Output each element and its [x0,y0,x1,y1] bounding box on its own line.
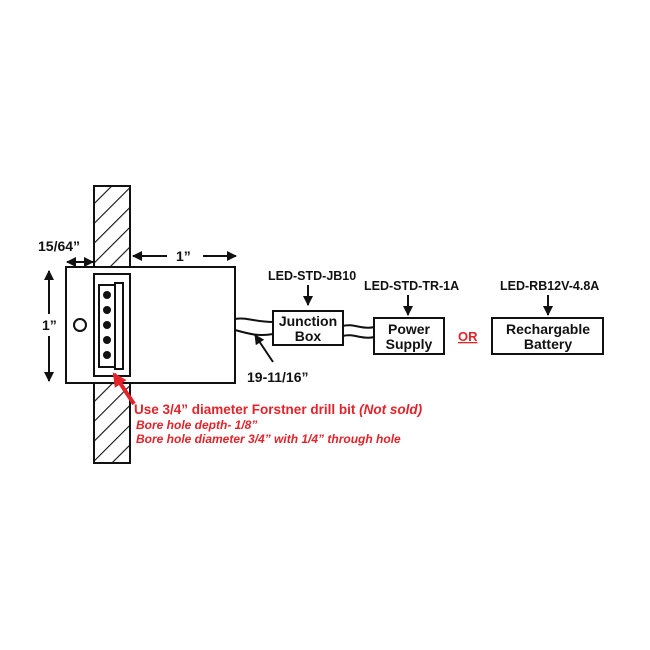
fixture-housing [65,266,236,384]
junction-box-line1: Junction [279,313,337,329]
led-diode-4 [103,336,111,344]
junction-box-line2: Box [295,328,322,344]
power-supply: LED-STD-TR-1A Power Supply [364,279,459,355]
power-supply-line2: Supply [386,336,433,352]
dimension-wall-gap: 15/64” [38,238,94,267]
battery-line1: Rechargable [506,321,590,337]
dimension-height: 1” [38,270,62,382]
junction-box: LED-STD-JB10 Junction Box [268,269,356,346]
dimension-depth: 1” [132,246,237,266]
drill-note: Use 3/4” diameter Forstner drill bit (No… [112,372,423,446]
mounting-screw-hole [73,318,87,332]
junction-box-frame [272,310,344,346]
wiring [234,317,375,339]
dimension-wire-length-label: 19-11/16” [247,369,309,385]
drill-note-main-text: Use 3/4” diameter Forstner drill bit [134,402,359,417]
power-supply-model: LED-STD-TR-1A [364,279,459,293]
power-supply-line1: Power [388,321,431,337]
rechargeable-battery: LED-RB12V-4.8A Rechargable Battery [491,279,604,355]
led-diode-1 [103,291,111,299]
dimension-height-label: 1” [42,317,57,333]
bore-diameter-note: Bore hole diameter 3/4” with 1/4” throug… [136,432,401,446]
dimension-depth-label: 1” [176,248,191,264]
led-diode-3 [103,321,111,329]
dimension-wire-length: 19-11/16” [247,334,309,385]
led-diode-5 [103,351,111,359]
battery-frame [491,317,604,355]
wire-fixture-to-junction-upper [234,317,274,323]
drill-note-pointer [112,372,136,406]
led-lens-plate [114,282,124,370]
fixture-outer-body [65,266,236,384]
drill-note-not-sold: (Not sold) [359,402,422,417]
battery-model: LED-RB12V-4.8A [500,279,599,293]
battery-line2: Battery [524,336,572,352]
drill-note-main: Use 3/4” diameter Forstner drill bit (No… [134,402,423,417]
bore-depth-note: Bore hole depth- 1/8” [136,418,257,432]
or-label: OR [458,329,478,344]
junction-box-model: LED-STD-JB10 [268,269,356,283]
led-diode-2 [103,306,111,314]
wire-junction-to-supply-lower [342,334,375,339]
wire-fixture-to-junction-lower [234,329,274,337]
wire-junction-to-supply-upper [342,324,375,329]
dimension-wall-gap-label: 15/64” [38,238,80,254]
power-supply-frame [373,317,445,355]
wall-upper [93,185,131,275]
